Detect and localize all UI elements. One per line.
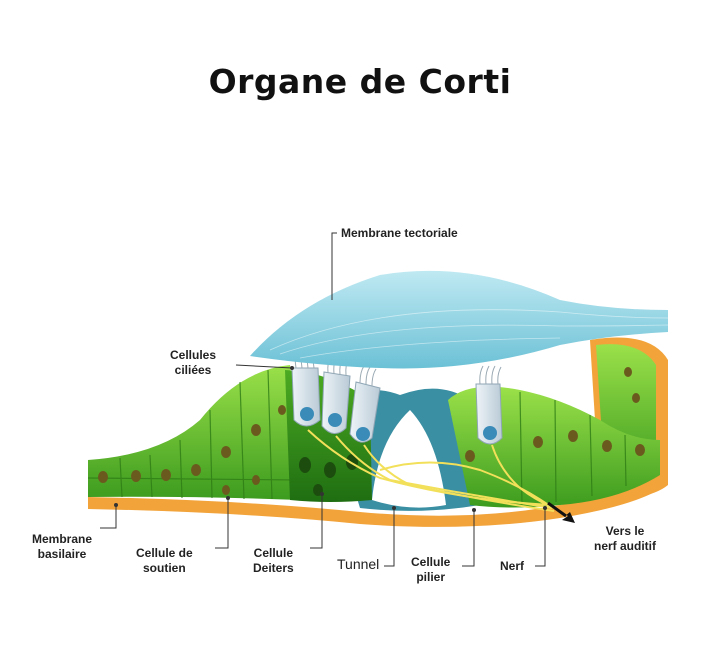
label-nerve: Nerf [500, 559, 525, 573]
support-cells [88, 365, 300, 500]
label-to-auditory-nerve: Vers le nerf auditif [594, 524, 656, 553]
basilar-membrane [88, 470, 668, 527]
label-ciliated-cells: Cellules ciliées [170, 348, 217, 377]
tectorial-membrane [250, 270, 668, 369]
label-deiters-cell: Cellule Deiters [253, 546, 294, 575]
nerve-fibers [307, 429, 557, 512]
hair-cells [291, 367, 503, 445]
label-pillar-cell: Cellule pilier [411, 555, 451, 584]
diagram-title: Organe de Corti [208, 62, 512, 101]
label-support-cell: Cellule de soutien [136, 546, 193, 575]
label-basilar-membrane: Membrane basilaire [32, 532, 93, 561]
label-tunnel: Tunnel [337, 556, 380, 572]
label-tectorial-membrane: Membrane tectoriale [341, 226, 458, 240]
